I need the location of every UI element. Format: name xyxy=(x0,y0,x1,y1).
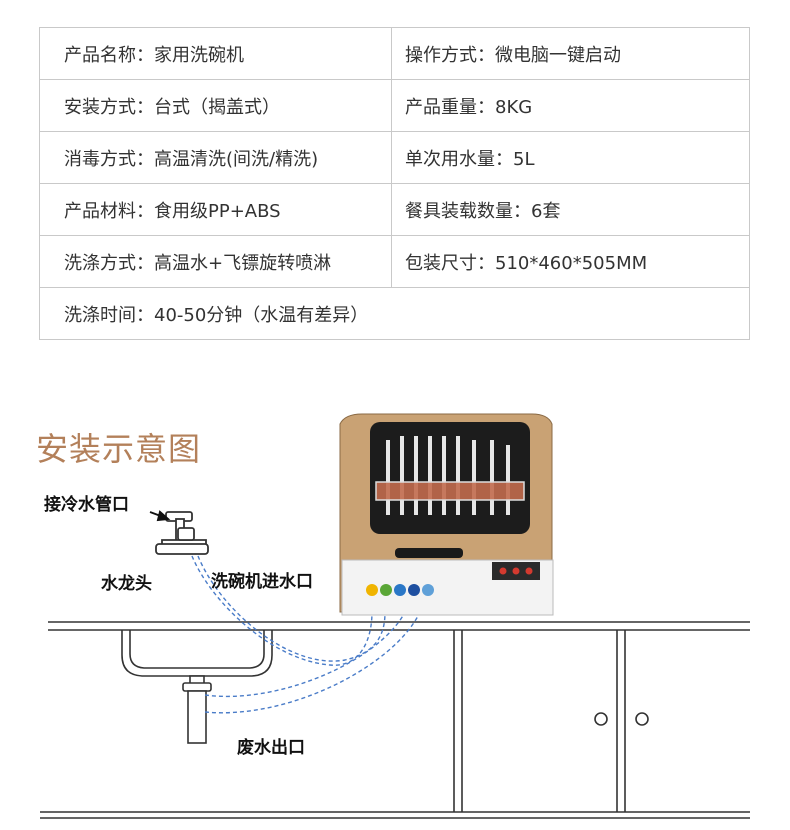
drain-label: 废水出口 xyxy=(237,737,305,758)
sink-basin xyxy=(121,630,273,677)
install-diagram: 接冷水管口 水龙头 洗碗机进水口 废水出口 xyxy=(40,413,750,819)
table-row: 产品材料：食用级PP+ABS 餐具装载数量：6套 xyxy=(39,183,750,236)
spec-install-type: 安装方式：台式（揭盖式） xyxy=(39,79,392,132)
spec-table: 产品名称：家用洗碗机 操作方式：微电脑一键启动 安装方式：台式（揭盖式） 产品重… xyxy=(39,27,750,340)
faucet-icon xyxy=(155,511,209,555)
table-row: 产品名称：家用洗碗机 操作方式：微电脑一键启动 xyxy=(39,27,750,80)
cabinet-knob xyxy=(594,712,608,726)
spec-wash-method: 洗涤方式：高温水+飞镖旋转喷淋 xyxy=(39,235,392,288)
table-row: 洗涤方式：高温水+飞镖旋转喷淋 包装尺寸：510*460*505MM xyxy=(39,235,750,288)
spec-disinfection: 消毒方式：高温清洗(间洗/精洗) xyxy=(39,131,392,184)
table-row: 安装方式：台式（揭盖式） 产品重量：8KG xyxy=(39,79,750,132)
spec-name: 产品名称：家用洗碗机 xyxy=(39,27,392,80)
cabinet-knob xyxy=(635,712,649,726)
spec-material: 产品材料：食用级PP+ABS xyxy=(39,183,392,236)
cabinet xyxy=(40,630,750,819)
cold-water-label: 接冷水管口 xyxy=(44,494,129,515)
dish-rack xyxy=(386,436,510,515)
spec-package-size: 包装尺寸：510*460*505MM xyxy=(391,235,750,288)
dishwasher xyxy=(339,413,554,616)
section-title: 安装示意图 xyxy=(36,430,202,468)
spec-operation: 操作方式：微电脑一键启动 xyxy=(391,27,750,80)
spec-wash-time: 洗涤时间：40-50分钟（水温有差异） xyxy=(39,287,750,340)
countertop xyxy=(48,621,750,631)
spec-water-usage: 单次用水量：5L xyxy=(391,131,750,184)
water-hose xyxy=(191,555,421,714)
spec-weight: 产品重量：8KG xyxy=(391,79,750,132)
feature-icons xyxy=(366,584,434,596)
inlet-label: 洗碗机进水口 xyxy=(211,571,313,592)
arrow xyxy=(149,510,171,522)
spec-capacity: 餐具装载数量：6套 xyxy=(391,183,750,236)
faucet-label: 水龙头 xyxy=(101,573,152,594)
table-row: 洗涤时间：40-50分钟（水温有差异） xyxy=(39,287,750,340)
drain-pipe xyxy=(182,675,212,744)
table-row: 消毒方式：高温清洗(间洗/精洗) 单次用水量：5L xyxy=(39,131,750,184)
